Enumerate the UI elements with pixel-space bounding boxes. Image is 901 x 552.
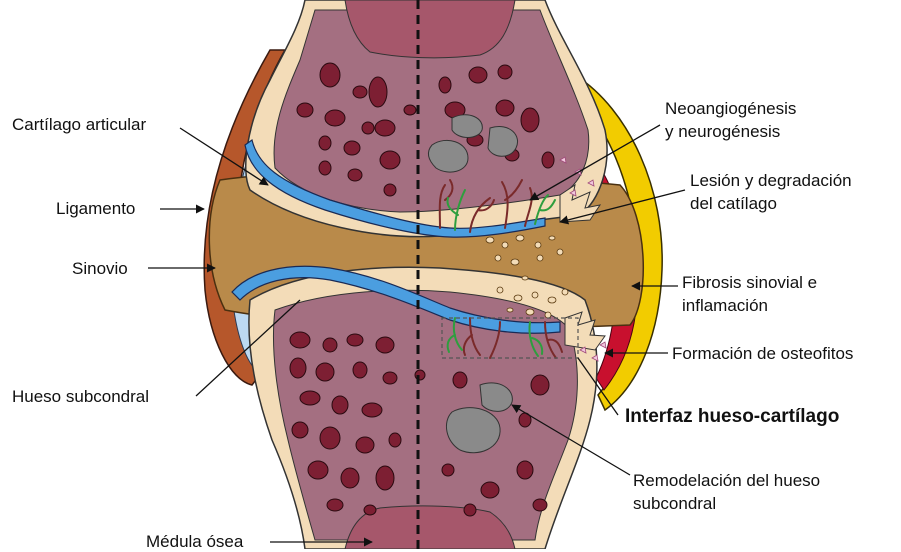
label-remodelacion-2: subcondral xyxy=(633,493,716,514)
label-neoangiogenesis-2: y neurogénesis xyxy=(665,121,780,142)
label-sinovio: Sinovio xyxy=(72,258,128,279)
label-remodelacion-1: Remodelación del hueso xyxy=(633,470,820,491)
label-lesion-1: Lesión y degradación xyxy=(690,170,852,191)
label-fibrosis-2: inflamación xyxy=(682,295,768,316)
label-lesion-2: del catílago xyxy=(690,193,777,214)
upper-marrow xyxy=(345,0,515,58)
label-ligamento: Ligamento xyxy=(56,198,135,219)
label-hueso-subcondral: Hueso subcondral xyxy=(12,386,149,407)
label-interfaz-hueso-cartilago: Interfaz hueso-cartílago xyxy=(625,406,839,427)
label-neoangiogenesis-1: Neoangiogénesis xyxy=(665,98,796,119)
label-cartilago-articular: Cartílago articular xyxy=(12,114,146,135)
label-fibrosis-1: Fibrosis sinovial e xyxy=(682,272,817,293)
label-osteofitos: Formación de osteofitos xyxy=(672,343,853,364)
